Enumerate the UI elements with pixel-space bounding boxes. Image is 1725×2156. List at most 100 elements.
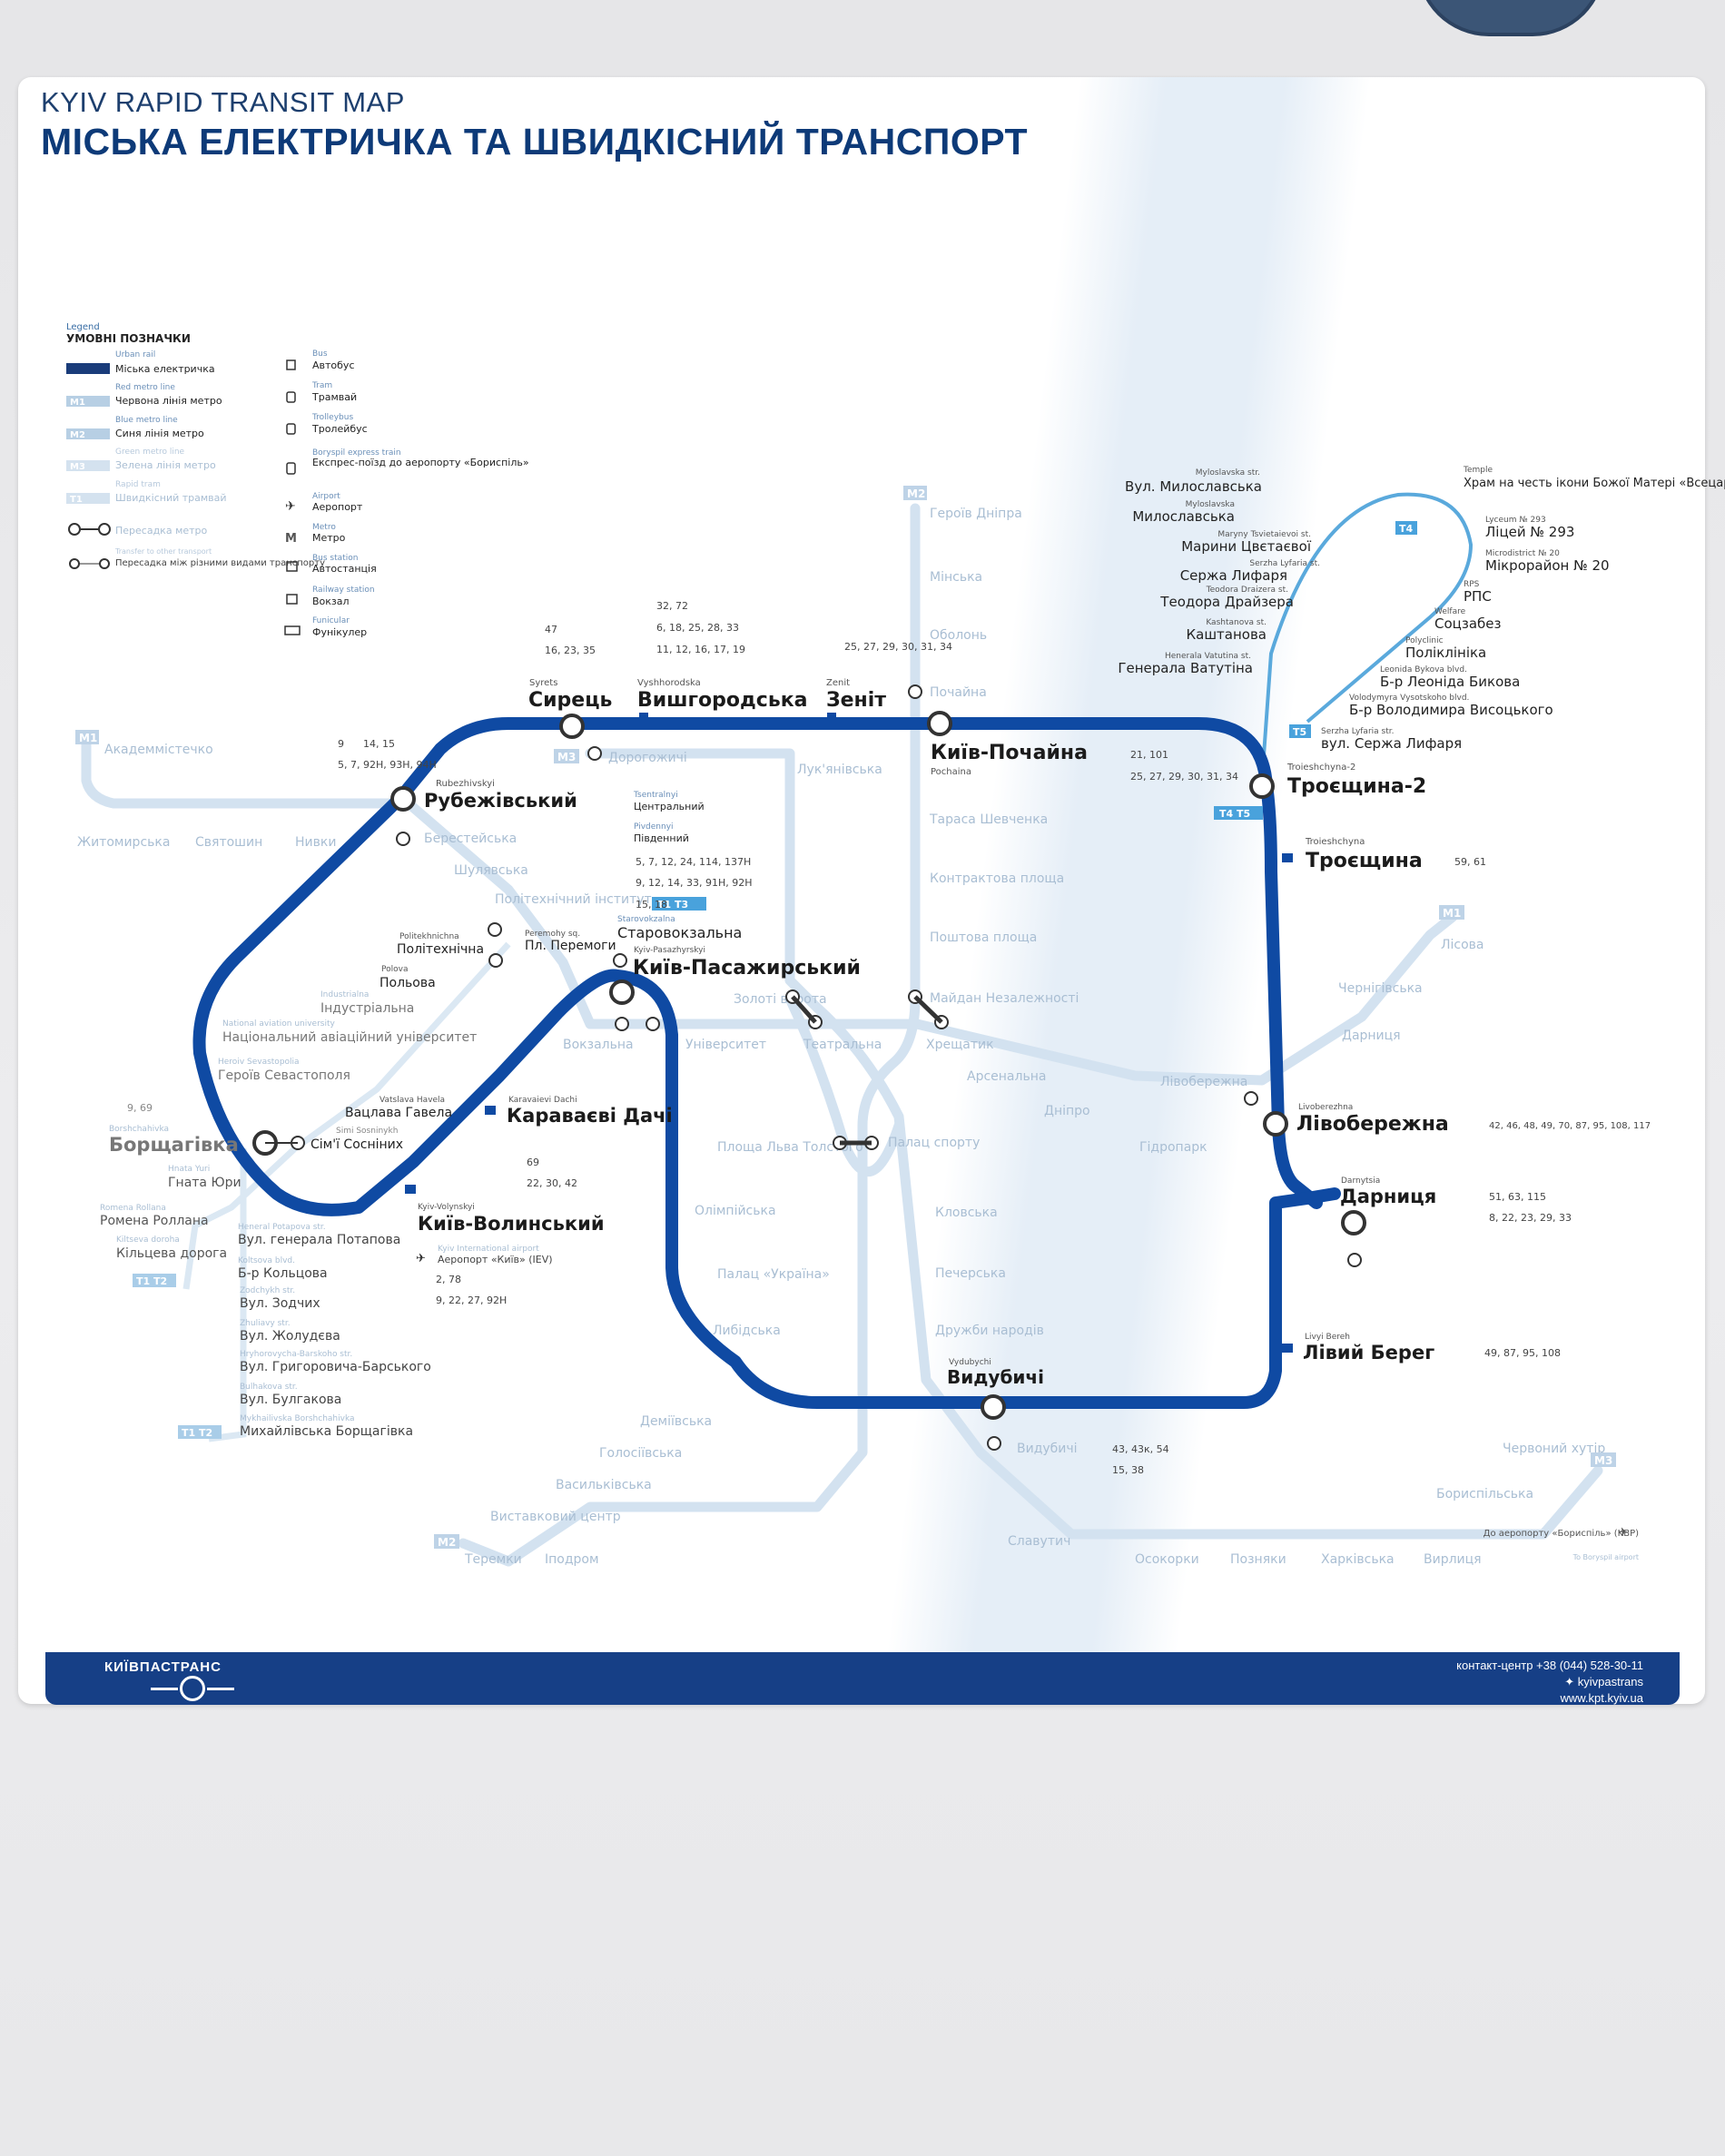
metro-label: Театральна (803, 1038, 882, 1052)
karavaievi-ua: Караваєві Дачі (507, 1105, 673, 1127)
airport-note-en: To Boryspil airport (1572, 1553, 1639, 1561)
syrets-tram: 16, 23, 35 (545, 645, 596, 656)
metro-badges: M1 M2 M1 M3 M2 M3 (75, 486, 1616, 1549)
station-syrets-marker[interactable] (559, 714, 585, 739)
pochaina-en: Pochaina (931, 767, 971, 777)
transfer-starovokzalna[interactable] (613, 953, 627, 968)
tram-stop-en: Teodora Draizera st. (1206, 586, 1288, 595)
tram-stop-ua: Вул. Григоровича-Барського (240, 1360, 431, 1374)
darnytsia-ua: Дарниця (1340, 1186, 1436, 1207)
metro-label: Контрактова площа (930, 871, 1064, 886)
legend-railway-en: Railway station (312, 586, 375, 595)
transfer-politekhnichna[interactable] (488, 922, 502, 937)
urban-rail-west (192, 717, 1341, 1409)
contact-site[interactable]: www.kpt.kyiv.ua (1560, 1691, 1643, 1705)
station-zenit-tick[interactable] (827, 713, 836, 724)
legend-right: Bus Автобус Tram Трамвай Trolleybus Трол… (284, 349, 529, 638)
urban-rail-east (933, 717, 1323, 1209)
rubezhivskyi-bus1b: 14, 15 (363, 738, 395, 750)
transfer-pochaina[interactable] (908, 684, 922, 699)
legend-trolley-en: Trolleybus (311, 413, 353, 422)
tram-stop-en: Mykhailivska Borshchahivka (240, 1414, 355, 1423)
badge-m3-label: M3 (1594, 1454, 1612, 1467)
contact-social[interactable]: ✦ kyivpastrans (1456, 1674, 1643, 1690)
contact-phone[interactable]: контакт-центр +38 (044) 528-30-11 (1456, 1659, 1643, 1672)
station-volynskyi-tick[interactable] (405, 1185, 416, 1194)
station-darnytsia-marker[interactable] (1341, 1210, 1366, 1236)
station-troieshchyna2-marker[interactable] (1249, 773, 1275, 799)
tram-stop-ua: Теодора Драйзера (1159, 594, 1294, 610)
tram-stop-ua: Михайлівська Борщагівка (240, 1424, 413, 1439)
station-ticks (405, 713, 1293, 1353)
badge-t5 (1289, 724, 1311, 738)
livyi-bereh-bus: 49, 87, 95, 108 (1484, 1347, 1561, 1359)
metro-label: Берестейська (424, 832, 517, 846)
tram-stop-en: RPS (1464, 580, 1480, 589)
station-vydubychi-marker[interactable] (981, 1394, 1006, 1420)
badge-m2-label: M2 (907, 487, 925, 500)
transfer-vokzalna-b[interactable] (646, 1017, 660, 1031)
transfer-peremohy[interactable] (488, 953, 503, 968)
legend-railway-ua: Вокзал (312, 596, 350, 607)
karavaievi-bus: 69 (527, 1157, 539, 1168)
station-pasazhyrskyi-marker[interactable] (609, 980, 635, 1005)
metro-label: Теремки (464, 1552, 522, 1567)
legend-express-en: Boryspil express train (312, 448, 401, 458)
metro-label: Дніпро (1044, 1104, 1090, 1118)
troieshchyna-ua: Троєщина (1306, 850, 1423, 872)
zenit-ua: Зеніт (826, 689, 886, 712)
tram-badges: T4 T5 T4 T5 T1 T3 T1 T2 T1 T2 (133, 521, 1417, 1439)
transfer-vydubychi[interactable] (987, 1436, 1001, 1451)
sosnin-en: Simi Sosninykh (336, 1127, 398, 1136)
legend-tram-ua2: Трамвай (311, 391, 357, 403)
tram-stop-ua: Марини Цвєтаєвої (1181, 538, 1312, 555)
map-title-en: KYIV RAPID TRANSIT MAP (41, 86, 405, 118)
metro-label: Палац «Україна» (717, 1267, 830, 1282)
borshchahivka-en: Borshchahivka (109, 1125, 169, 1134)
troieshchyna-en: Troieshchyna (1305, 837, 1365, 847)
transfer-syrets[interactable] (587, 746, 602, 761)
tram-stop-ua: Генерала Ватутіна (1118, 660, 1253, 676)
station-livyi-bereh-tick[interactable] (1282, 1344, 1293, 1353)
station-pochaina-marker[interactable] (927, 711, 952, 736)
footer: КИЇВПАСТРАНС контакт-центр +38 (044) 528… (45, 1652, 1680, 1705)
rollana-ua: Ромена Роллана (100, 1214, 209, 1228)
transfer-vokzalna-a[interactable] (615, 1017, 629, 1031)
metro-label: Почайна (930, 685, 987, 700)
karavaievi-en: Karavaievi Dachi (508, 1096, 577, 1105)
station-troieshchyna-tick[interactable] (1282, 853, 1293, 862)
station-karavaievi-tick[interactable] (485, 1106, 496, 1115)
tram-stop-ua: Храм на честь ікони Божої Матері «Всецар… (1464, 477, 1725, 490)
borshchahivka-ua: Борщагівка (109, 1134, 239, 1156)
central-en: Tsentralnyi (633, 791, 678, 800)
transfer-darnytsia[interactable] (1347, 1253, 1362, 1267)
legend-blue-tag: M2 (70, 430, 85, 440)
legend-blue-en: Blue metro line (115, 416, 178, 425)
transfer-rubezhivskyi[interactable] (396, 832, 410, 846)
funicular-icon (284, 625, 301, 635)
metro-label: Тараса Шевченка (929, 812, 1048, 827)
station-rubezhivskyi-marker[interactable] (390, 786, 416, 812)
legend-urban-swatch (66, 363, 110, 374)
map-title-ua: МІСЬКА ЕЛЕКТРИЧКА ТА ШВИДКІСНИЙ ТРАНСПОР… (41, 121, 1029, 162)
metro-label: Нивки (295, 835, 336, 850)
tram-stop-en: Hryhorovycha-Barskoho str. (240, 1350, 352, 1359)
sevastopolia-ua: Героїв Севастополя (218, 1068, 350, 1083)
livyi-bereh-ua: Лівий Берег (1303, 1342, 1434, 1363)
station-livoberezhna-marker[interactable] (1263, 1111, 1288, 1137)
pasazhyrskyi-ua: Київ-Пасажирський (633, 957, 861, 980)
hnata-en: Hnata Yuri (168, 1165, 210, 1174)
transfer-livoberezhna[interactable] (1244, 1091, 1258, 1106)
metro-label: Либідська (713, 1324, 781, 1338)
tram-stop-ua: Поліклініка (1405, 645, 1486, 661)
badge-m1-east-label: M1 (1443, 907, 1461, 920)
badge-t4t5 (1214, 806, 1263, 820)
volynskyi-bus: 2, 78 (436, 1274, 461, 1285)
troieshchyna2-ua: Троєщина-2 (1287, 775, 1426, 798)
legend-bus-en: Bus (312, 349, 328, 359)
station-vyshhorodska-tick[interactable] (639, 713, 648, 724)
legend-red-swatch (66, 396, 110, 407)
tram-stop-ua: Вул. Милославська (1125, 478, 1262, 495)
metro-label: Політехнічний інститут (495, 892, 652, 907)
